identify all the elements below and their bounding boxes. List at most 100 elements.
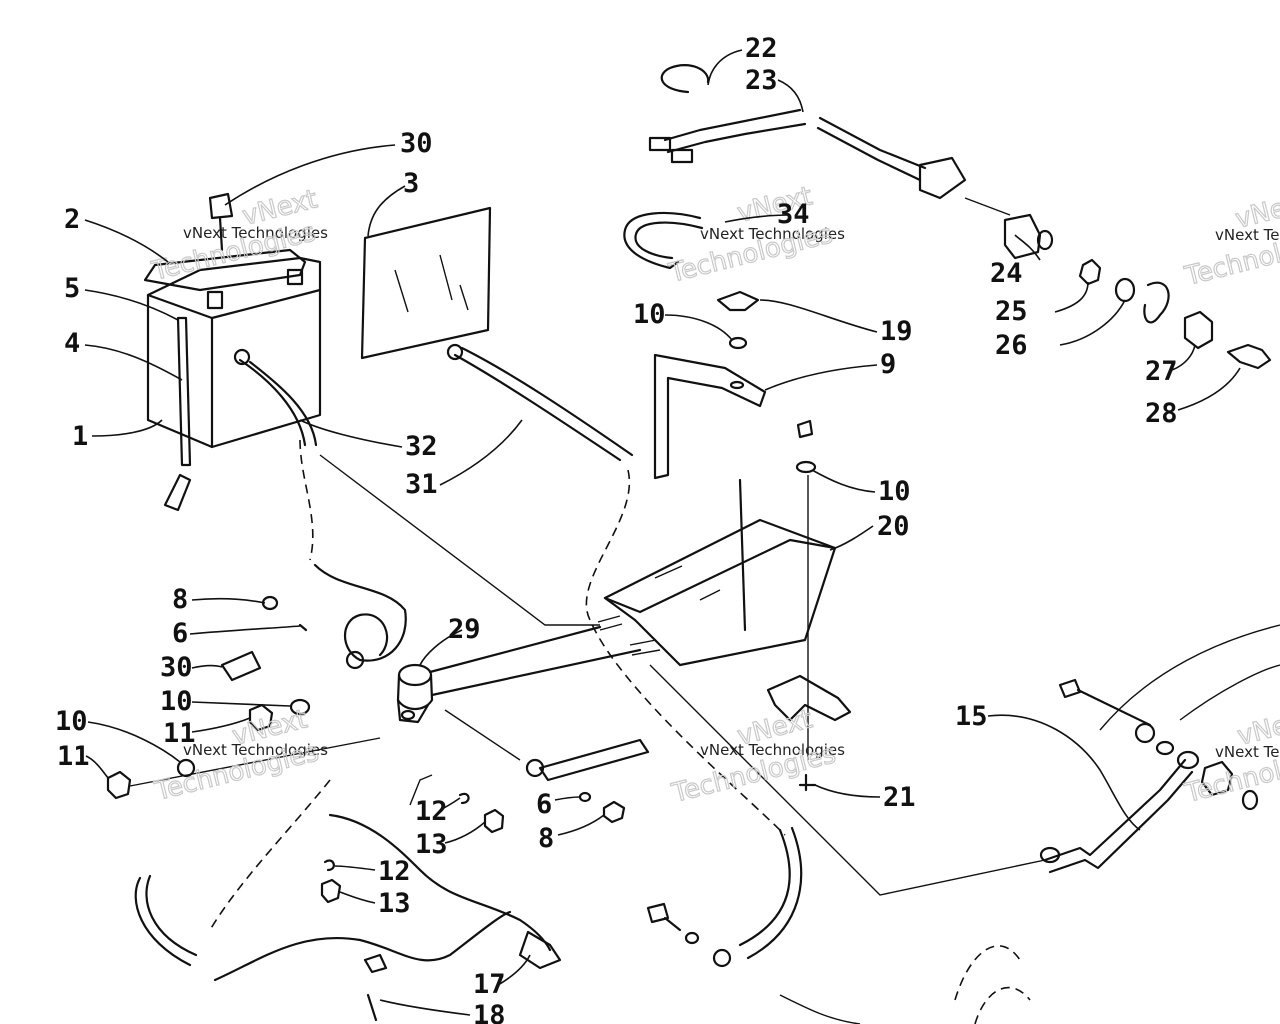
wiring-harness-17 [328,813,552,952]
ground-strap-wall [1048,770,1194,874]
harness-plug [518,930,562,970]
star-washer-25 [1078,258,1102,286]
ignition-switch [1003,213,1042,260]
stud-lower-thread [629,639,661,656]
callout-3: 3 [403,168,419,199]
lock-washer-6-right [578,791,592,803]
strap-clip [163,473,192,512]
bolt-18 [366,993,378,1022]
mounting-clip [766,674,852,722]
solenoid-lead-line [444,709,521,761]
solenoid-cable-terminal [525,758,545,778]
callout-26: 26 [995,330,1028,361]
callout-10-top: 10 [633,299,666,330]
washer-10-left [289,698,311,716]
callout-8-right: 8 [538,823,554,854]
strap-lug-right [1176,750,1200,770]
strap-washer [1155,740,1175,756]
nut-top-tray [796,419,814,439]
lower-cable-left [134,876,192,967]
callout-18: 18 [473,1000,506,1024]
key-switch-harness [663,108,802,142]
leader-lines [84,49,1241,1016]
battery-strap-clamp [623,211,702,270]
washer-10-top [728,336,748,350]
callout-20: 20 [877,511,910,542]
battery [143,248,322,449]
callout-29: 29 [448,614,481,645]
callout-22: 22 [745,33,778,64]
threaded-rod [738,478,747,632]
dashed-route-left [299,439,314,561]
battery-cable-positive [453,353,622,462]
callout-12-lower: 12 [378,856,411,887]
lock-washer-12b [323,859,335,872]
callout-12-upper: 12 [415,796,448,827]
watermark-text: vNext Technologies [1215,743,1280,761]
battery-pad [360,206,492,360]
callout-28: 28 [1145,398,1178,429]
routing-line-right [649,664,1046,896]
cable-coil [313,563,407,662]
callout-31: 31 [405,469,438,500]
vent-cap [208,192,234,220]
callout-32: 32 [405,431,438,462]
fuse-holder [363,953,388,974]
star-washer [1134,722,1156,744]
washer-26 [1114,277,1136,303]
callout-30-left: 30 [160,652,193,683]
callout-13-lower: 13 [378,888,411,919]
harness-plug-a [648,136,672,152]
ground-bolt [646,902,682,932]
cable-31-wall [460,346,634,457]
callout-25: 25 [995,296,1028,327]
strap-nut [1200,760,1234,797]
nut-13b [320,878,342,904]
ground-washer [684,931,700,945]
strap-right-washer [1241,789,1259,811]
callout-13-upper: 13 [415,829,448,860]
tray-slot [654,565,721,601]
callout-34: 34 [777,199,810,230]
watermark-text: vNext Technologies [183,224,328,242]
callout-9: 9 [880,349,896,380]
coil-terminal [345,650,365,670]
callout-15: 15 [955,701,988,732]
vent-tube [218,216,224,252]
callout-8-left: 8 [172,584,188,615]
washer-10-tray [795,460,817,474]
lock-washer-12a [458,792,470,805]
harness-connector [918,156,967,200]
washer-10-lower [176,758,196,778]
switch-routing [964,197,1011,216]
callout-5: 5 [64,273,80,304]
callout-21: 21 [883,782,916,813]
terminal-cap-30 [220,650,262,682]
cable-31-terminal [446,343,464,361]
harness-23-right-wall [816,126,922,182]
bolt-line-lower [129,737,381,787]
callout-24: 24 [990,258,1023,289]
harness-23-right [818,116,927,170]
tray-rim [603,538,837,614]
dashed-route-center [585,469,786,836]
strap-bolt [1058,678,1152,727]
callout-30-top: 30 [400,128,433,159]
callout-10-left: 10 [160,686,193,717]
watermark-group: vNext Technologies Technologies vNext Te… [148,181,1280,810]
callout-10-lower: 10 [55,706,88,737]
callout-17: 17 [473,969,506,1000]
callout-6-right: 6 [536,789,552,820]
watermark-text: vNext Technologies [183,741,328,759]
callout-27: 27 [1145,356,1178,387]
bracket-hole [729,380,745,390]
callout-19: 19 [880,316,913,347]
nut-11-lower [106,770,132,800]
switch-bezel [1143,281,1170,324]
nut-8-left [261,595,279,611]
lower-engine-outline [779,994,861,1024]
harness-branch [409,774,433,806]
watermark-text: vNext Technologies [700,225,845,243]
ground-strap-15 [1043,758,1187,862]
